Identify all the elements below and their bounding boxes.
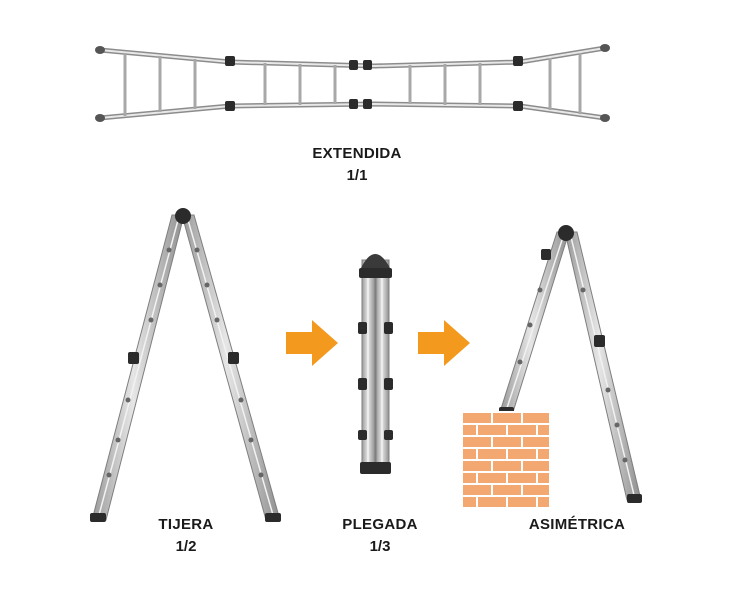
- ladder-folded: [358, 254, 393, 474]
- caption-ratio: 1/1: [346, 167, 368, 184]
- caption-asimetrica: ASIMÉTRICA: [497, 514, 657, 536]
- caption-name: TIJERA: [158, 516, 214, 533]
- caption-name: PLEGADA: [342, 516, 418, 533]
- right-arrow-icon: [286, 320, 338, 366]
- caption-name: ASIMÉTRICA: [528, 516, 626, 533]
- caption-ratio: 1/3: [369, 538, 391, 555]
- ladder-scissor: [90, 208, 281, 522]
- right-arrow-icon: [418, 320, 470, 366]
- caption-extendida: EXTENDIDA 1/1: [277, 143, 437, 187]
- caption-name: EXTENDIDA: [312, 145, 402, 162]
- brick-wall-icon: [461, 411, 551, 509]
- caption-plegada: PLEGADA 1/3: [300, 514, 460, 558]
- caption-ratio: 1/2: [175, 538, 197, 555]
- ladder-extended: [95, 44, 610, 122]
- caption-tijera: TIJERA 1/2: [106, 514, 266, 558]
